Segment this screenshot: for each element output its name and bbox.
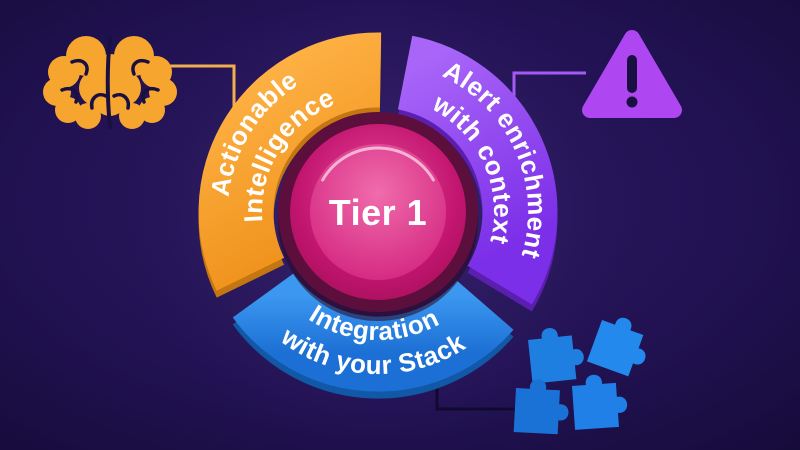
tier1-badge: Tier 1 — [278, 112, 478, 321]
badge-highlight — [321, 146, 435, 182]
badge-inner-disc — [310, 144, 446, 280]
brain-icon — [43, 36, 177, 129]
segment-actionable-intelligence — [198, 32, 382, 291]
tier1-label: Tier 1 — [329, 192, 427, 233]
warning-triangle-icon — [582, 30, 682, 118]
segment-alert-enrichment — [396, 35, 558, 305]
brain-connector-line — [163, 64, 236, 112]
exclamation-dot — [626, 96, 638, 108]
segment-integration — [232, 272, 514, 392]
